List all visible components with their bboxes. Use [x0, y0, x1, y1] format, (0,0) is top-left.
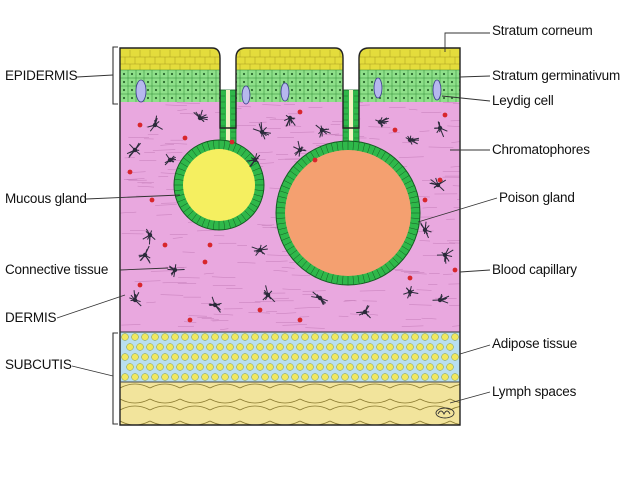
- adipose-cells: [121, 333, 459, 381]
- stratum-corneum-leader: [444, 32, 490, 52]
- stratum-germinativum-leader: [459, 75, 491, 78]
- leydig-cell: [135, 79, 147, 103]
- leydig-cell: [280, 82, 290, 102]
- blood-capillaries: [127, 109, 458, 323]
- label-lymph-spaces: Lymph spaces: [492, 384, 577, 399]
- connective-tissue-leader: [119, 267, 169, 271]
- label-stratum-corneum: Stratum corneum: [492, 23, 593, 38]
- mucous-gland-lumen: [183, 149, 255, 221]
- label-mucous-gland: Mucous gland: [5, 191, 87, 206]
- label-leydig-cell: Leydig cell: [492, 93, 554, 108]
- label-subcutis: SUBCUTIS: [5, 357, 72, 372]
- tissue-outline: [119, 47, 461, 426]
- lymph-network: [120, 383, 460, 425]
- subcutis-leader: [71, 365, 114, 377]
- epidermis-leader: [76, 74, 114, 78]
- leydig-cell: [241, 85, 251, 105]
- label-adipose-tissue: Adipose tissue: [492, 336, 578, 351]
- artist-signature: [435, 407, 455, 419]
- label-chromatophores: Chromatophores: [492, 142, 590, 157]
- label-blood-capillary: Blood capillary: [492, 262, 577, 277]
- adipose-layer: [120, 332, 460, 382]
- germinativum-cells: [120, 69, 460, 102]
- chromatophore-cells: [126, 109, 454, 319]
- dermis-leader: [56, 294, 126, 319]
- label-epidermis: EPIDERMIS: [5, 68, 78, 83]
- adipose-tissue-leader: [459, 344, 491, 355]
- epidermis-bracket: [112, 46, 118, 105]
- label-connective-tissue: Connective tissue: [5, 262, 109, 277]
- label-stratum-germinativum: Stratum germinativum: [492, 68, 621, 83]
- subcutis-bracket: [112, 332, 118, 425]
- mucous-gland-leader: [85, 194, 181, 200]
- poison-gland-lumen: [285, 150, 411, 276]
- lymph-spaces-leader: [449, 391, 491, 404]
- lymph-layer: [120, 382, 460, 425]
- poison-gland-leader: [417, 197, 498, 223]
- stratum-corneum-layer: [120, 48, 460, 70]
- label-poison-gland: Poison gland: [499, 190, 575, 205]
- label-dermis: DERMIS: [5, 310, 57, 325]
- poison-gland-cells: [276, 141, 420, 285]
- leydig-cell: [432, 79, 442, 101]
- leydig-cell: [373, 77, 383, 99]
- leydig-cell-leader: [441, 95, 491, 102]
- blood-capillary-leader: [459, 269, 491, 273]
